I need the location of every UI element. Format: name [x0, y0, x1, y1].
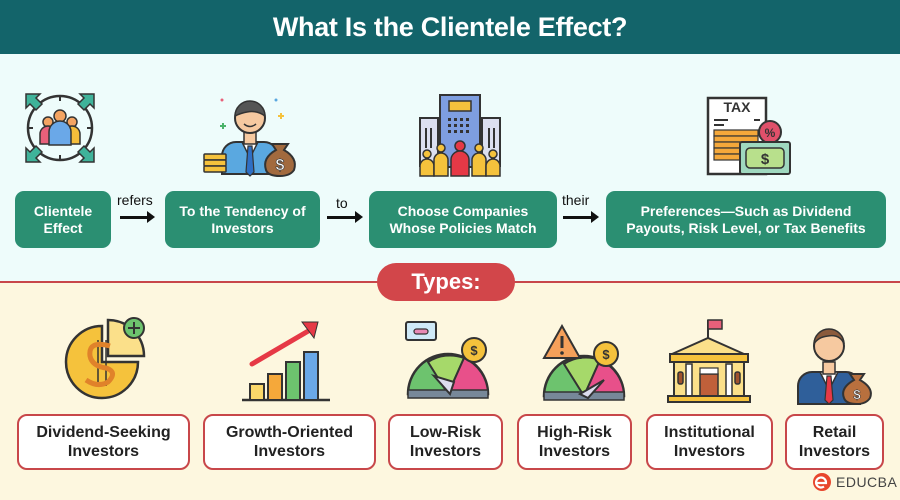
step-choose-companies: Choose Companies Whose Policies Match — [369, 191, 557, 248]
svg-text:$: $ — [276, 157, 285, 174]
company-building-people-icon — [419, 94, 501, 177]
connector-label-refers: refers — [117, 192, 153, 208]
brand-name: EDUCBA — [836, 474, 898, 490]
type-low-risk: Low-Risk Investors — [388, 414, 503, 470]
dividend-pie-dollar-icon — [64, 317, 146, 400]
type-growth-oriented: Growth-Oriented Investors — [203, 414, 376, 470]
arrow-icon — [120, 211, 155, 223]
svg-text:$: $ — [853, 387, 861, 402]
brand-logo: EDUCBA — [812, 472, 897, 492]
types-heading: Types: — [377, 263, 515, 301]
type-institutional: Institutional Investors — [646, 414, 773, 470]
title-banner: What Is the Clientele Effect? — [0, 0, 900, 54]
svg-text:$: $ — [761, 151, 770, 168]
page-title: What Is the Clientele Effect? — [272, 11, 628, 42]
arrow-icon — [563, 211, 599, 223]
growth-bar-chart-icon — [242, 321, 330, 402]
step-clientele-effect: Clientele Effect — [15, 191, 111, 248]
educba-logo-icon — [813, 473, 831, 491]
tax-document-money-icon: TAX % $ — [706, 96, 791, 176]
people-circle-icon — [25, 93, 95, 163]
svg-text:$: $ — [602, 347, 610, 362]
connector-label-their: their — [562, 192, 590, 208]
institution-building-icon — [667, 319, 751, 403]
svg-text:TAX: TAX — [724, 99, 752, 115]
connector-label-to: to — [336, 195, 348, 211]
type-retail: Retail Investors — [785, 414, 884, 470]
low-risk-gauge-icon: $ — [405, 321, 490, 399]
step-preferences: Preferences—Such as Dividend Payouts, Ri… — [606, 191, 886, 248]
high-risk-gauge-icon: $ — [542, 324, 626, 401]
svg-text:%: % — [765, 126, 776, 140]
investor-money-bag-icon: $ — [203, 98, 296, 178]
type-dividend-seeking: Dividend-Seeking Investors — [17, 414, 190, 470]
arrow-icon — [327, 211, 363, 223]
retail-investor-icon: $ — [797, 328, 872, 406]
type-high-risk: High-Risk Investors — [517, 414, 632, 470]
step-tendency-of-investors: To the Tendency of Investors — [165, 191, 320, 248]
svg-text:$: $ — [470, 343, 478, 358]
